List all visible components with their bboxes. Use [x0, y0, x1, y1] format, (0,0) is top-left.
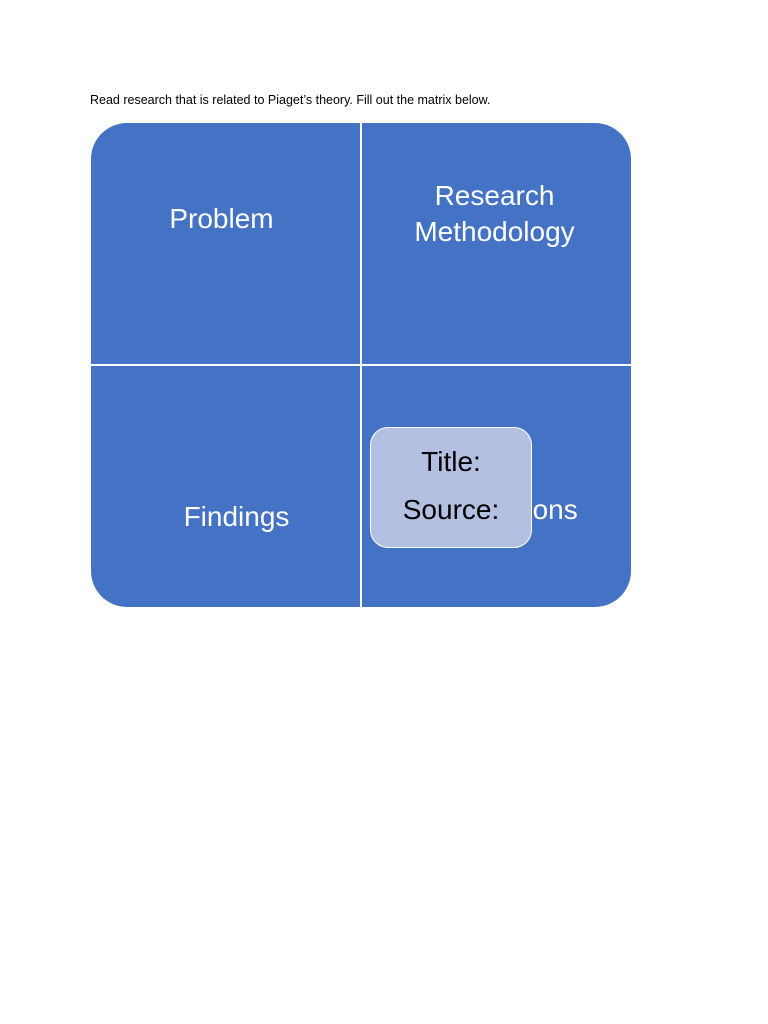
research-matrix: Problem Research Methodology Findings Co… — [91, 123, 631, 607]
source-label: Source: — [402, 494, 500, 525]
instruction-text: Read research that is related to Piaget’… — [90, 93, 491, 107]
quadrant-label-line-1: Research — [434, 180, 555, 211]
quadrant-problem: Problem — [91, 123, 360, 364]
title-label: Title: — [421, 446, 481, 477]
quadrant-label-line-2: Methodology — [414, 216, 575, 247]
center-title-source-box: Title: Source: — [370, 427, 532, 548]
quadrant-research-methodology: Research Methodology — [362, 123, 631, 364]
quadrant-label-research-methodology: Research Methodology — [362, 178, 631, 250]
quadrant-label-findings: Findings — [183, 501, 290, 532]
quadrant-label-problem: Problem — [169, 203, 274, 234]
quadrant-findings: Findings — [91, 366, 360, 607]
